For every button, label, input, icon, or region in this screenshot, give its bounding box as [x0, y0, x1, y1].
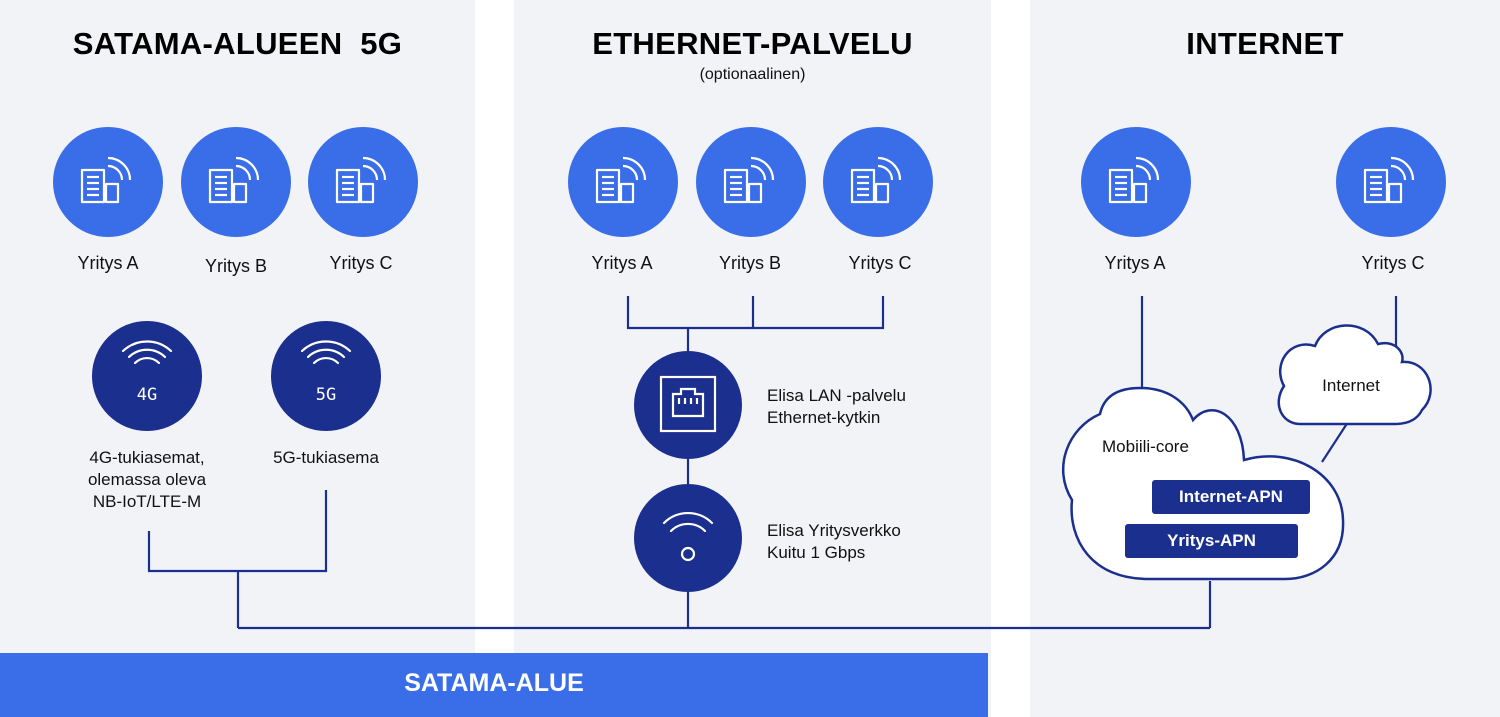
satama-alue-label: SATAMA-ALUE: [404, 669, 584, 697]
company-circle-s3-c: [1336, 127, 1446, 237]
section-title-ethernet: ETHERNET-PALVELU: [592, 26, 913, 61]
company-circle-s1-b: [181, 127, 291, 237]
ethernet-switch: [634, 351, 742, 459]
panel-internet: [1030, 0, 1500, 717]
signal-icon: [300, 340, 352, 365]
company-label-s2-c: Yritys C: [848, 253, 912, 273]
company-circle-s1-c: [308, 127, 418, 237]
panel-ethernet: [514, 0, 991, 717]
station-4g: 4G: [92, 321, 202, 431]
internet-apn-badge: Internet-APN: [1152, 480, 1310, 514]
company-label-s1-c: Yritys C: [329, 253, 393, 273]
badge-4g: 4G: [137, 385, 157, 405]
station-4g-label: 4G-tukiasemat, olemassa oleva NB-IoT/LTE…: [87, 448, 207, 511]
company-label-s1-a: Yritys A: [77, 253, 139, 273]
internet-cloud-label: Internet: [1322, 376, 1380, 395]
wifi-icon: [662, 512, 714, 562]
company-label-s2-a: Yritys A: [591, 253, 653, 273]
company-circle-s2-c: [823, 127, 933, 237]
station-5g: 5G: [271, 321, 381, 431]
company-label-s3-c: Yritys C: [1361, 253, 1425, 273]
company-label-s2-b: Yritys B: [718, 253, 781, 273]
connection-lines: [147, 296, 1398, 630]
mobile-core-label: Mobiili-core: [1102, 437, 1189, 456]
fiber-service-label: Elisa Yritysverkko Kuitu 1 Gbps: [767, 521, 901, 562]
section-subtitle-ethernet: (optionaalinen): [699, 66, 806, 83]
company-circle-s2-b: [696, 127, 806, 237]
signal-icon: [121, 340, 173, 365]
company-circle-s1-a: [53, 127, 163, 237]
lan-service-label: Elisa LAN -palvelu Ethernet-kytkin: [767, 386, 906, 427]
fiber-service: [634, 484, 742, 592]
badge-5g: 5G: [316, 385, 336, 405]
company-circle-s2-a: [568, 127, 678, 237]
satama-alue-bar: [0, 653, 988, 717]
company-label-s1-b: Yritys B: [204, 256, 267, 276]
internet-cloud: [1277, 324, 1432, 426]
section-title-satama-5g: SATAMA-ALUEEN 5G: [72, 26, 403, 61]
company-label-s3-a: Yritys A: [1104, 253, 1166, 273]
company-apn-badge: Yritys-APN: [1125, 524, 1298, 558]
section-title-internet: INTERNET: [1186, 26, 1344, 61]
station-5g-label: 5G-tukiasema: [273, 448, 379, 467]
company-circle-s3-a: [1081, 127, 1191, 237]
ethernet-port-icon: [659, 375, 717, 433]
